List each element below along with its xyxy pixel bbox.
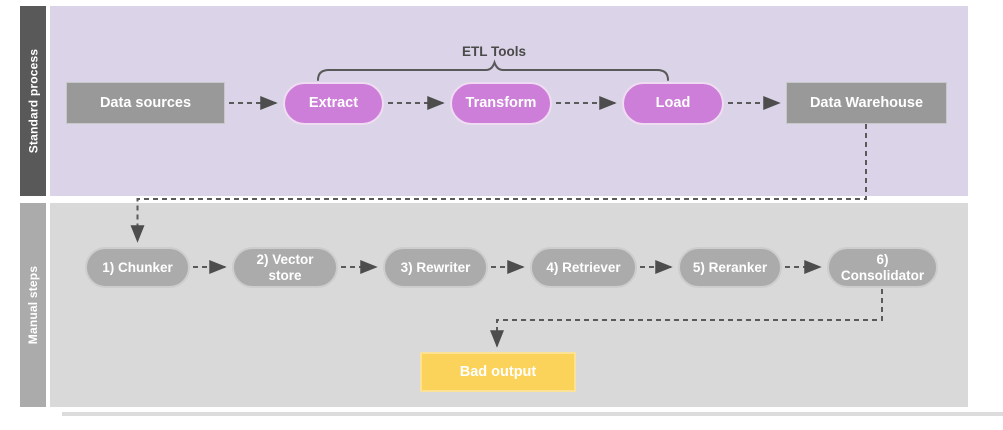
node-retriever: 4) Retriever (530, 247, 637, 288)
node-transform: Transform (450, 82, 552, 125)
node-retriever-label: 4) Retriever (546, 259, 621, 275)
node-bad-output: Bad output (420, 352, 576, 392)
node-load-label: Load (655, 95, 691, 112)
lane-bar-manual-steps: Manual steps (20, 203, 46, 407)
etl-tools-group-label: ETL Tools (462, 44, 526, 59)
bottom-divider-rule (62, 412, 1003, 416)
node-rewriter-label: 3) Rewriter (400, 259, 471, 275)
node-reranker: 5) Reranker (678, 247, 782, 288)
node-data-warehouse: Data Warehouse (786, 82, 947, 124)
node-rewriter: 3) Rewriter (383, 247, 488, 288)
node-transform-label: Transform (465, 95, 537, 112)
node-vector-store-label: 2) Vector store (256, 251, 314, 283)
lane-bar-standard-process: Standard process (20, 6, 46, 196)
node-consolidator-label: 6) Consolidator (840, 251, 925, 283)
lane-label-manual-steps: Manual steps (26, 265, 41, 345)
node-data-warehouse-label: Data Warehouse (809, 94, 924, 111)
node-bad-output-label: Bad output (459, 363, 537, 380)
node-chunker: 1) Chunker (85, 247, 190, 288)
node-consolidator: 6) Consolidator (827, 247, 938, 288)
node-chunker-label: 1) Chunker (102, 259, 173, 275)
node-load: Load (622, 82, 724, 125)
node-data-sources: Data sources (66, 82, 225, 124)
node-vector-store: 2) Vector store (232, 247, 338, 288)
node-extract-label: Extract (308, 95, 359, 112)
node-reranker-label: 5) Reranker (692, 259, 768, 275)
node-extract: Extract (283, 82, 384, 125)
lane-label-standard-process: Standard process (26, 48, 41, 154)
node-data-sources-label: Data sources (99, 94, 192, 111)
